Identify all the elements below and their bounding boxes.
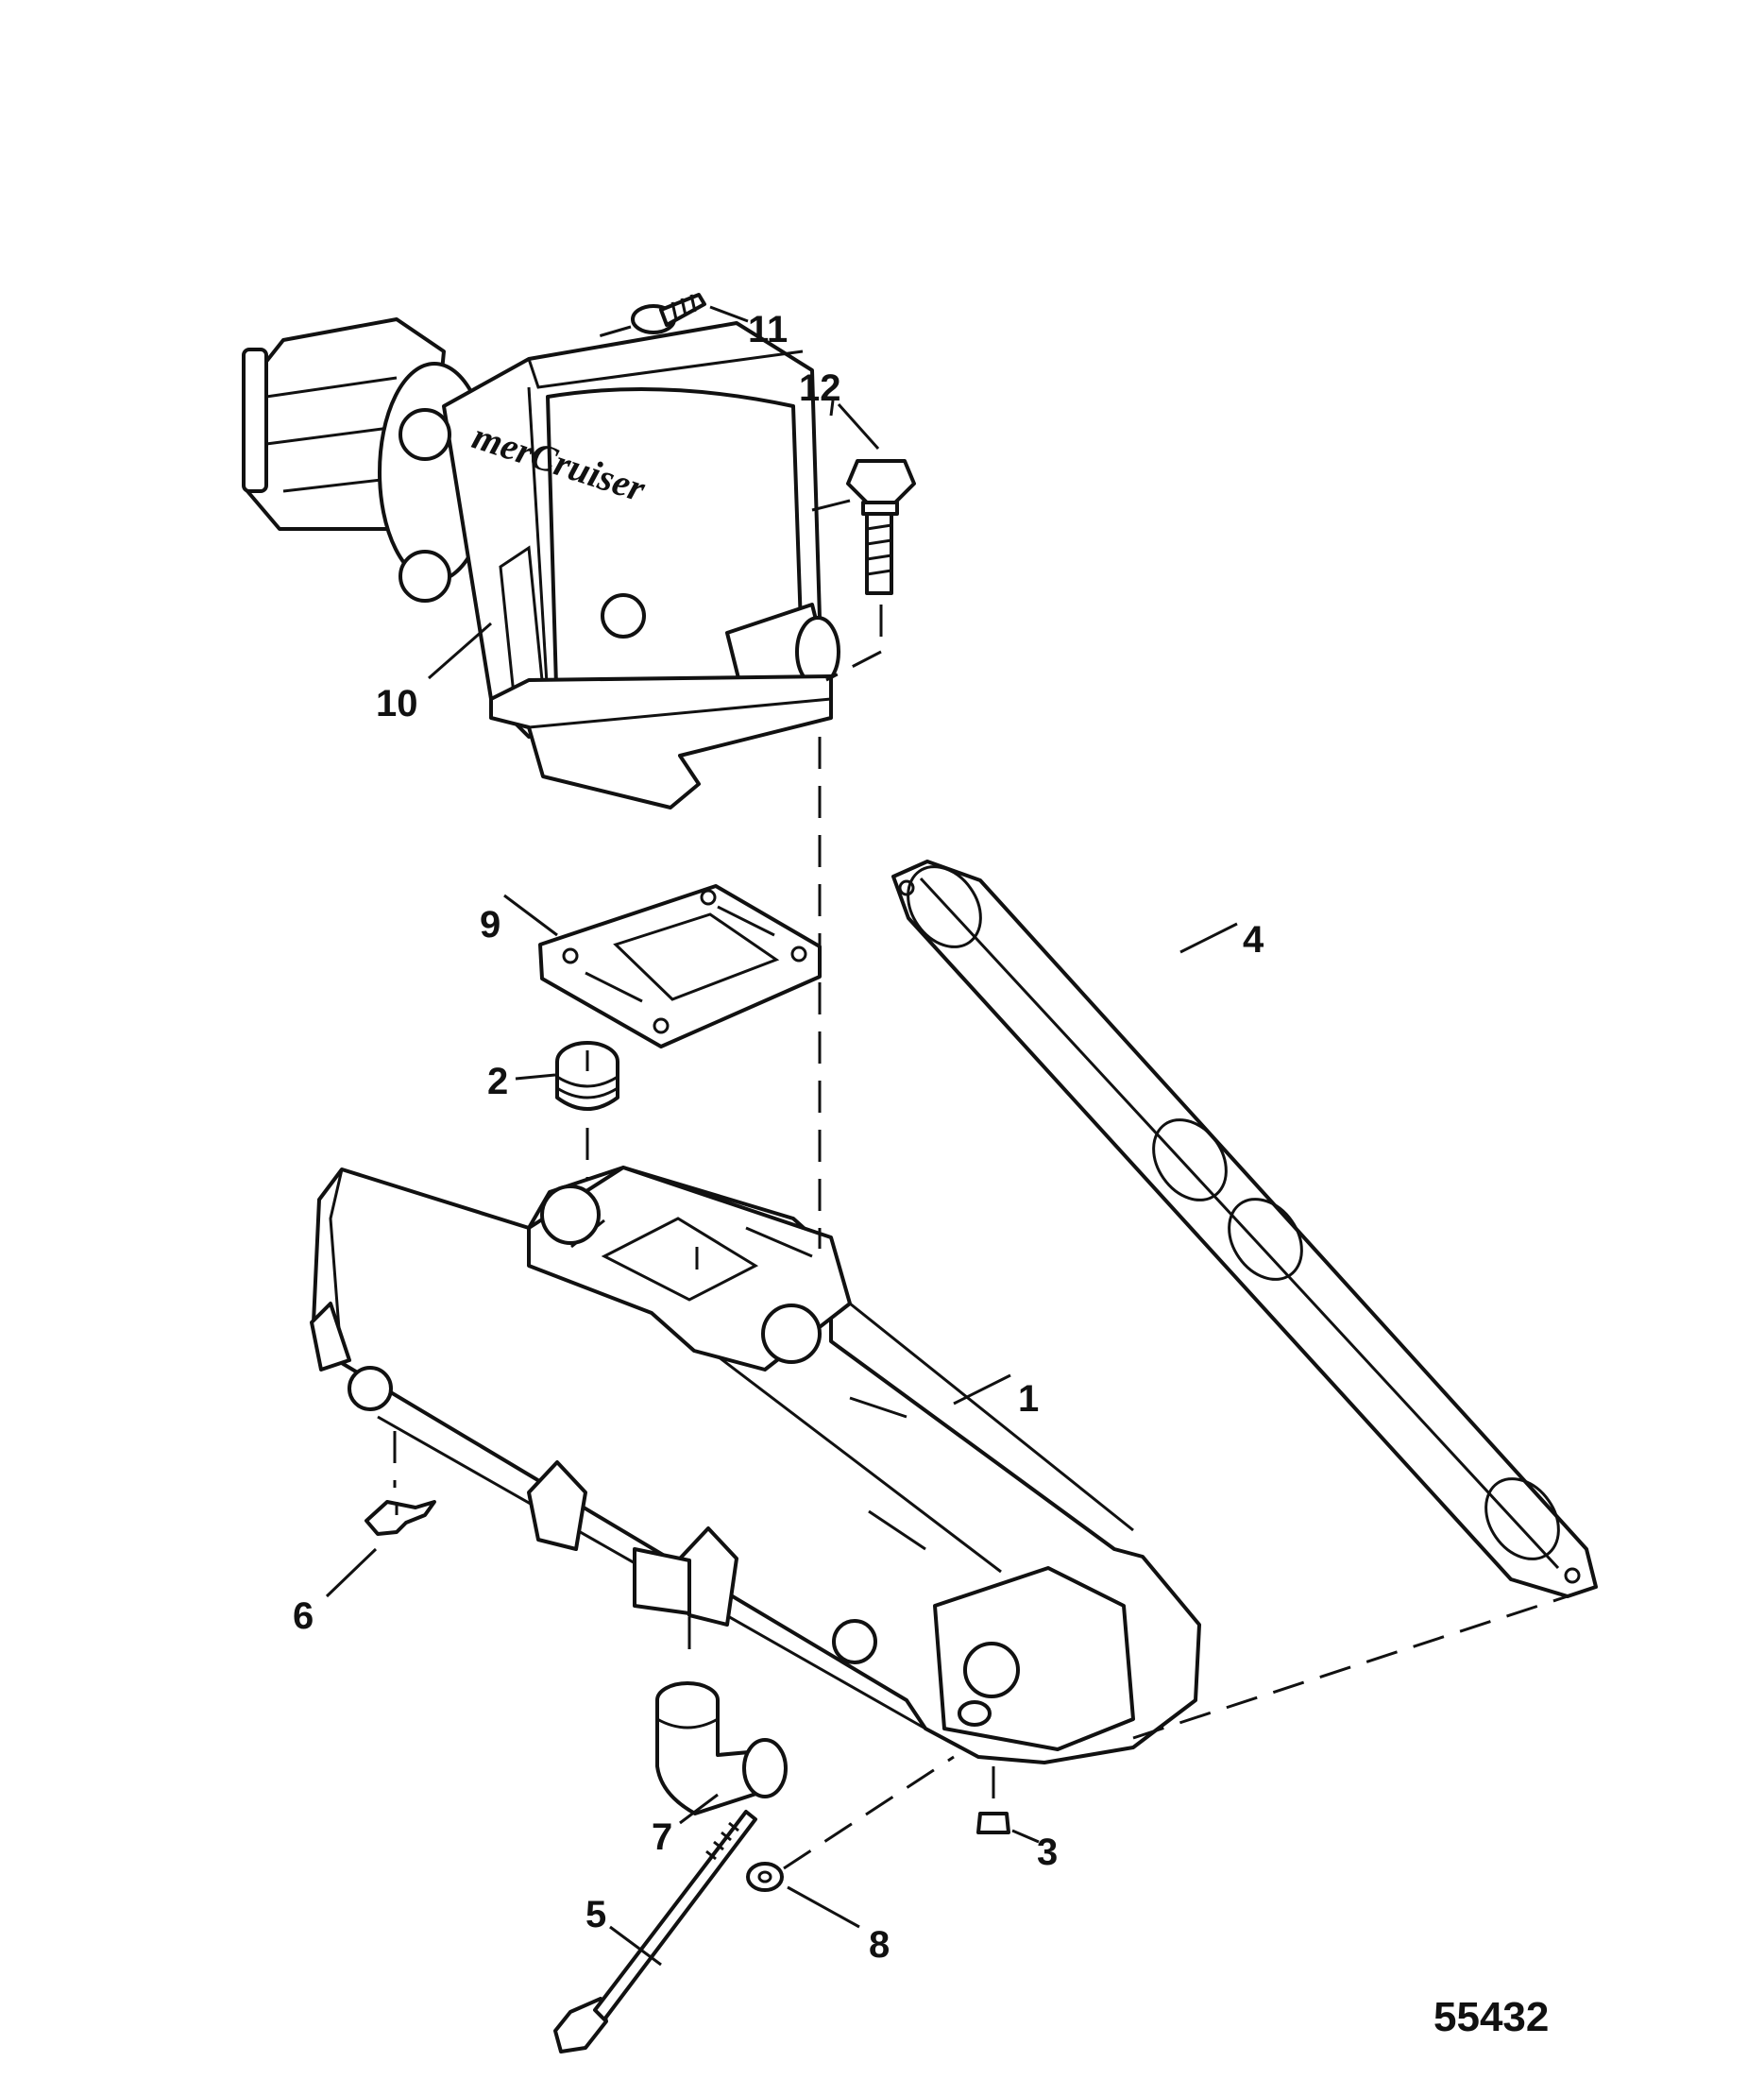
callout-10: 10 [376, 683, 418, 724]
figure-number: 55432 [1433, 1994, 1549, 2040]
elbow-fitting [655, 1617, 788, 1815]
callout-6: 6 [293, 1595, 314, 1637]
callout-4: 4 [1243, 919, 1264, 961]
callout-5: 5 [585, 1894, 606, 1935]
clip [365, 1431, 436, 1536]
callout-12: 12 [799, 367, 841, 409]
callout-9: 9 [480, 904, 500, 946]
washer [746, 1755, 955, 1892]
manifold [310, 1166, 1201, 1764]
callout-8: 8 [869, 1924, 890, 1966]
callout-2: 2 [487, 1061, 508, 1102]
long-bolt [553, 1810, 757, 2053]
manifold-gasket [891, 860, 1598, 1598]
bolt [825, 403, 916, 682]
alignment-line-gasket-to-manifold [1132, 1594, 1569, 1740]
elbow-gasket [538, 884, 822, 1048]
screw [585, 293, 749, 342]
exhaust-elbow: merCruiser [242, 317, 851, 809]
drain-plug [976, 1766, 1010, 1834]
plug [555, 1041, 619, 1181]
callout-7: 7 [652, 1816, 672, 1858]
callout-1: 1 [1018, 1378, 1039, 1420]
callout-11: 11 [748, 309, 788, 350]
callout-3: 3 [1037, 1832, 1058, 1873]
